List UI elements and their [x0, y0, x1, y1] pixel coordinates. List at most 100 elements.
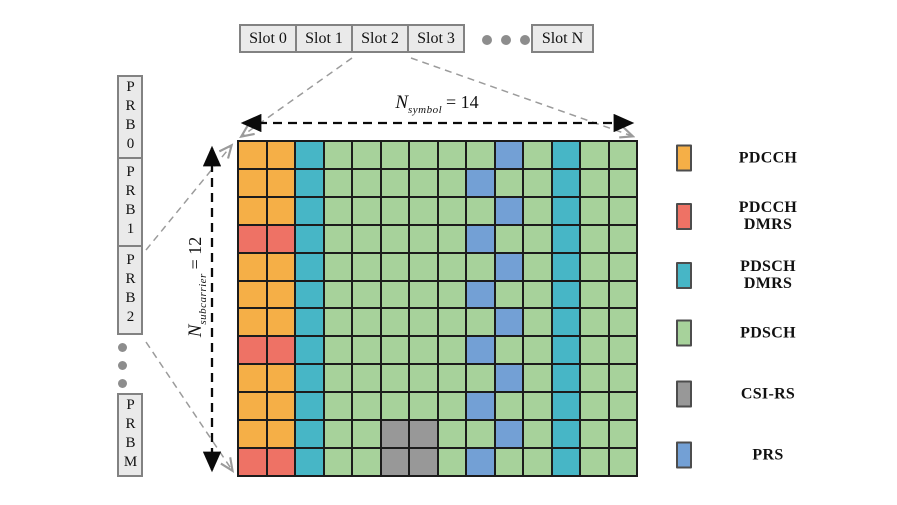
grid-cell	[267, 421, 294, 448]
grid-cell	[353, 337, 380, 364]
grid-cell	[239, 449, 266, 475]
grid-cell	[353, 142, 380, 168]
grid-cell	[609, 337, 636, 364]
grid-cell	[581, 393, 608, 420]
grid-cell	[324, 142, 351, 168]
grid-cell	[552, 365, 579, 392]
grid-cell	[324, 281, 351, 308]
grid-cell	[239, 225, 266, 252]
grid-cell	[495, 337, 522, 364]
grid-cell	[324, 225, 351, 252]
grid-cell	[524, 309, 551, 336]
grid-cell	[609, 197, 636, 224]
grid-cell	[524, 281, 551, 308]
grid-cell	[467, 281, 494, 308]
prb-box-1: PRB1	[117, 157, 143, 247]
grid-cell	[381, 309, 408, 336]
grid-cell	[609, 365, 636, 392]
dot-icon	[501, 35, 511, 45]
grid-cell	[467, 142, 494, 168]
grid-cell	[467, 197, 494, 224]
prb-box-m: PRBM	[117, 393, 143, 477]
grid-cell	[438, 253, 465, 280]
grid-cell	[552, 309, 579, 336]
grid-cell	[353, 365, 380, 392]
grid-cell	[410, 225, 437, 252]
grid-cell	[381, 225, 408, 252]
grid-cell	[324, 253, 351, 280]
grid-cell	[467, 225, 494, 252]
grid-cell	[324, 337, 351, 364]
grid-cell	[438, 197, 465, 224]
legend-swatch	[676, 441, 692, 469]
slot-box-1: Slot 1	[295, 24, 353, 53]
grid-cell	[410, 142, 437, 168]
grid-cell	[353, 225, 380, 252]
grid-cell	[353, 309, 380, 336]
grid-cell	[524, 169, 551, 196]
dot-icon	[482, 35, 492, 45]
grid-cell	[609, 169, 636, 196]
grid-cell	[524, 393, 551, 420]
grid-cell	[239, 421, 266, 448]
grid-cell	[410, 169, 437, 196]
grid-cell	[267, 309, 294, 336]
prb-ellipsis-icon	[118, 343, 127, 388]
grid-cell	[495, 393, 522, 420]
legend-swatch	[676, 261, 692, 289]
grid-cell	[267, 281, 294, 308]
grid-cell	[581, 142, 608, 168]
grid-cell	[495, 365, 522, 392]
grid-cell	[410, 281, 437, 308]
grid-cell	[381, 253, 408, 280]
grid-cell	[353, 253, 380, 280]
prb-label: PRB2	[122, 252, 139, 328]
grid-cell	[296, 142, 323, 168]
grid-cell	[467, 169, 494, 196]
grid-cell	[267, 449, 294, 475]
legend-label: PDCCH	[738, 149, 798, 167]
grid-cell	[609, 281, 636, 308]
grid-cell	[410, 393, 437, 420]
slot-bar: Slot 0 Slot 1 Slot 2 Slot 3	[239, 24, 465, 53]
grid-cell	[438, 337, 465, 364]
grid-cell	[524, 197, 551, 224]
grid-cell	[467, 309, 494, 336]
grid-cell	[609, 142, 636, 168]
nsubcarrier-label: Nsubcarrier = 12	[185, 236, 209, 338]
grid-cell	[239, 337, 266, 364]
grid-cell	[552, 421, 579, 448]
grid-cell	[524, 421, 551, 448]
grid-cell	[239, 309, 266, 336]
slot-box-0: Slot 0	[239, 24, 297, 53]
grid-cell	[267, 197, 294, 224]
grid-cell	[438, 169, 465, 196]
grid-cell	[495, 253, 522, 280]
grid-cell	[296, 169, 323, 196]
grid-cell	[267, 393, 294, 420]
grid-cell	[239, 393, 266, 420]
prb-column: PRB0 PRB1 PRB2	[117, 75, 143, 335]
slot-ellipsis-icon	[482, 35, 530, 45]
grid-cell	[296, 225, 323, 252]
legend-label: PDSCH	[740, 324, 796, 342]
grid-cell	[381, 421, 408, 448]
grid-cell	[581, 309, 608, 336]
prb-box-2: PRB2	[117, 245, 143, 335]
grid-cell	[296, 449, 323, 475]
grid-cell	[410, 365, 437, 392]
grid-cell	[410, 449, 437, 475]
grid-cell	[552, 197, 579, 224]
grid-cell	[267, 337, 294, 364]
dot-icon	[118, 379, 127, 388]
grid-cell	[239, 197, 266, 224]
grid-cell	[524, 225, 551, 252]
grid-cell	[524, 253, 551, 280]
grid-cell	[495, 225, 522, 252]
grid-cell	[438, 449, 465, 475]
grid-cell	[381, 142, 408, 168]
grid-cell	[239, 142, 266, 168]
